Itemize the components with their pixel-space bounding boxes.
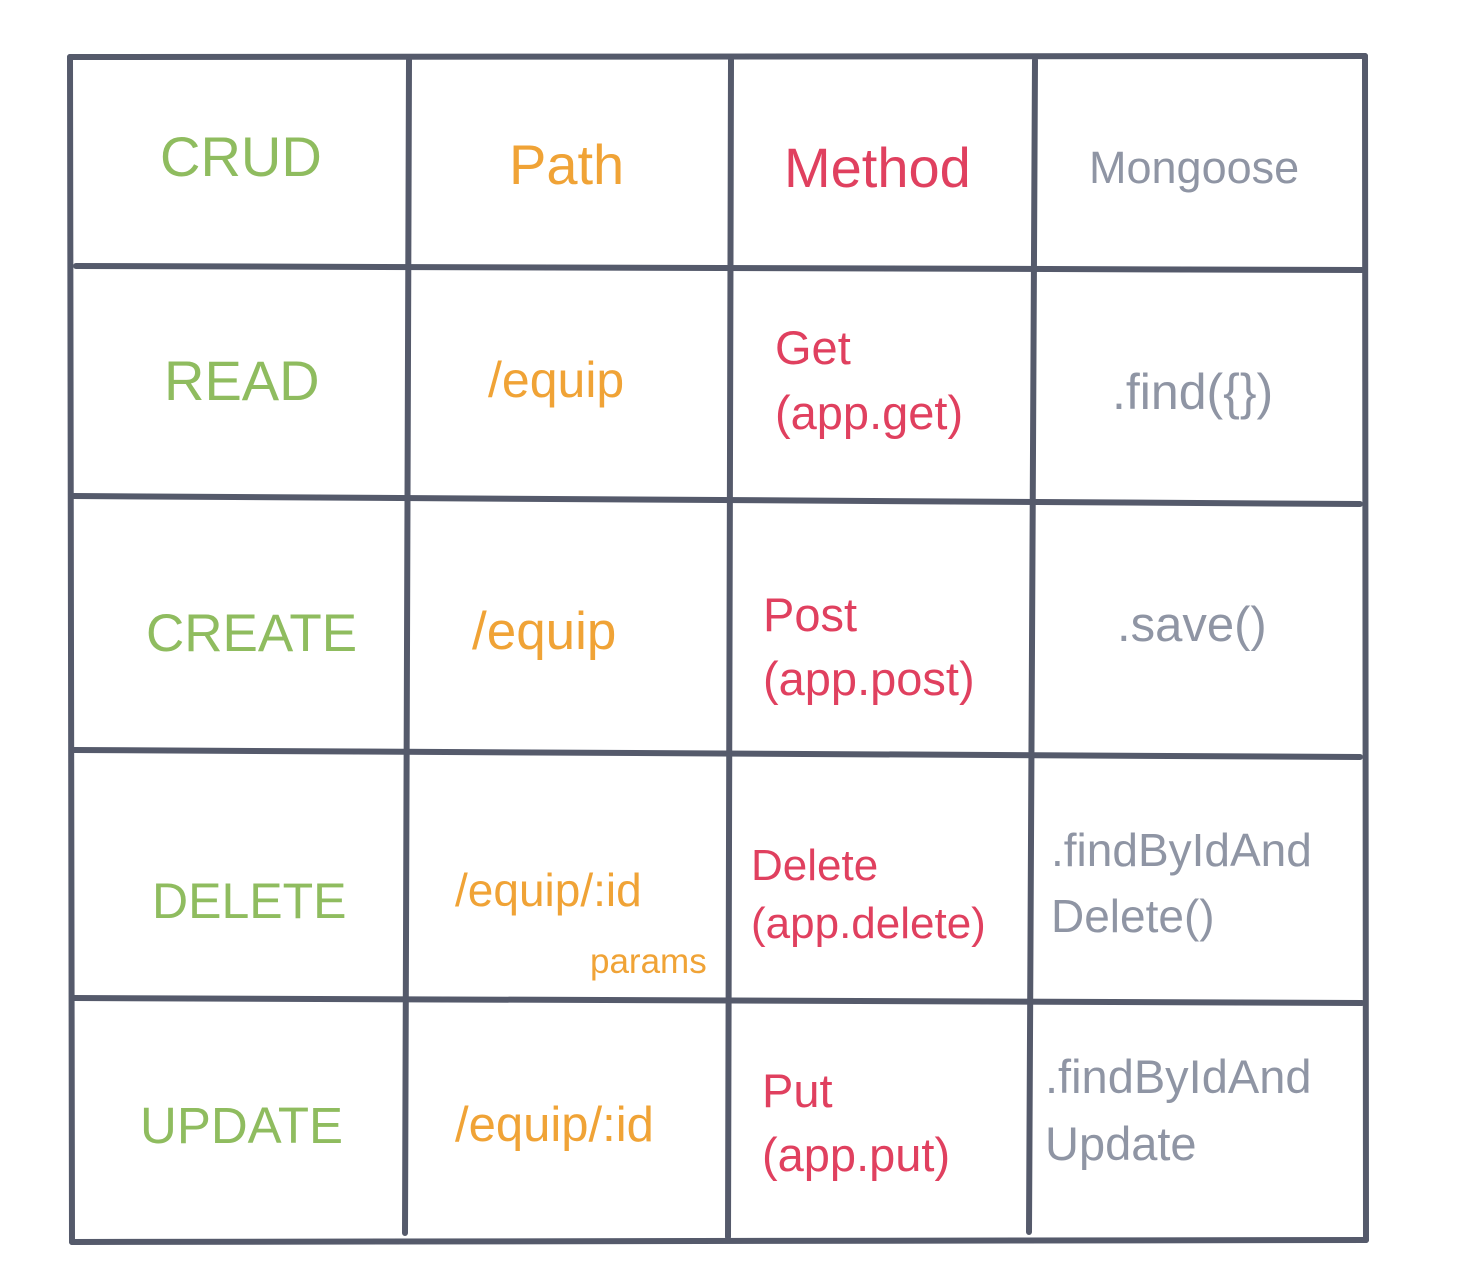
mongoose-delete-line1: .findByIdAnd bbox=[1051, 824, 1312, 876]
header-crud: CRUD bbox=[160, 125, 322, 188]
mongoose-delete-line2: Delete() bbox=[1051, 890, 1215, 942]
crud-update: UPDATE bbox=[140, 1097, 344, 1154]
header-path: Path bbox=[509, 133, 625, 196]
crud-read: READ bbox=[164, 349, 320, 412]
path-read: /equip bbox=[488, 352, 625, 408]
method-delete-call: (app.delete) bbox=[751, 899, 986, 948]
grid-column-divider bbox=[402, 57, 412, 1236]
grid-row-divider bbox=[73, 263, 1365, 273]
mongoose-create: .save() bbox=[1117, 598, 1267, 652]
crud-delete: DELETE bbox=[152, 873, 347, 929]
grid-border-right bbox=[1362, 53, 1369, 1243]
method-create-call: (app.post) bbox=[763, 652, 975, 705]
mongoose-update-line1: .findByIdAnd bbox=[1045, 1050, 1312, 1103]
path-delete: /equip/:id bbox=[455, 864, 642, 916]
grid-row-divider bbox=[71, 493, 1363, 507]
method-read-call: (app.get) bbox=[775, 386, 964, 439]
grid-column-divider bbox=[1026, 57, 1038, 1235]
path-delete-params-note: params bbox=[590, 942, 707, 981]
grid-column-divider bbox=[725, 57, 734, 1240]
method-read-name: Get bbox=[775, 321, 851, 374]
header-mongoose: Mongoose bbox=[1089, 142, 1300, 193]
header-method: Method bbox=[784, 136, 971, 199]
method-create-name: Post bbox=[763, 588, 858, 641]
crud-create: CREATE bbox=[146, 604, 358, 663]
method-update-name: Put bbox=[762, 1064, 833, 1117]
method-delete-name: Delete bbox=[751, 841, 879, 890]
grid-row-divider bbox=[71, 995, 1365, 1006]
grid-border-bottom bbox=[69, 1237, 1369, 1245]
mongoose-update-line2: Update bbox=[1045, 1117, 1197, 1170]
grid-row-divider bbox=[71, 747, 1363, 760]
method-update-call: (app.put) bbox=[762, 1128, 951, 1181]
path-create: /equip bbox=[472, 602, 617, 661]
path-update: /equip/:id bbox=[455, 1098, 654, 1152]
grid-border-left bbox=[67, 54, 75, 1245]
mongoose-read: .find({}) bbox=[1112, 364, 1274, 420]
grid-border-top bbox=[67, 53, 1368, 60]
